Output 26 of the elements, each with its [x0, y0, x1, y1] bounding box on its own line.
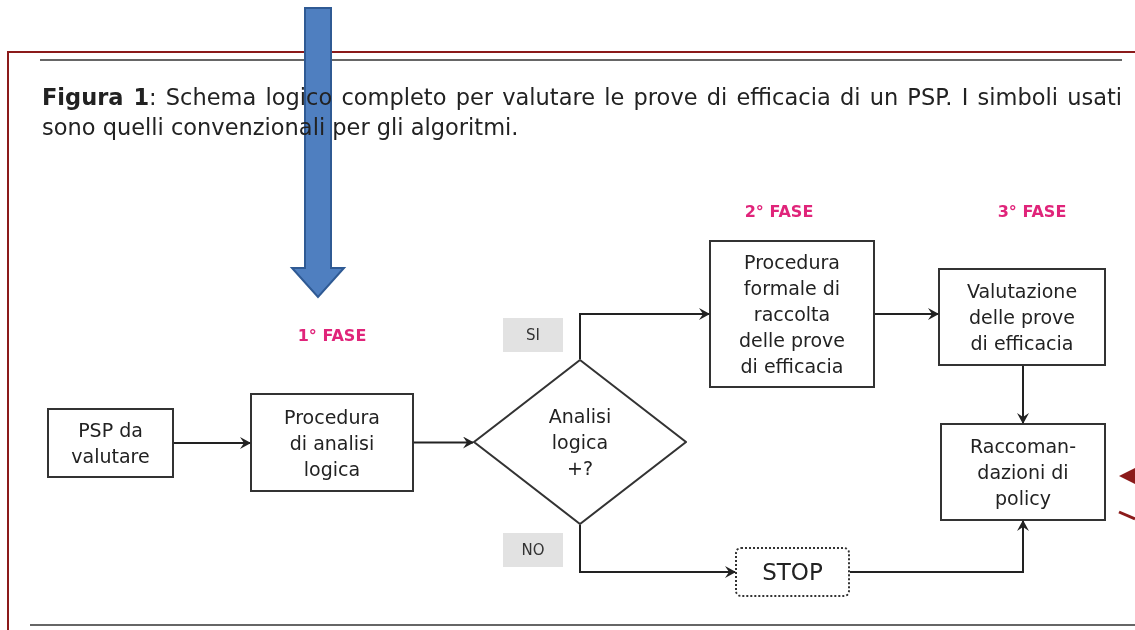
- node-text: STOP: [762, 559, 823, 585]
- edge-label: SI: [503, 318, 563, 352]
- phase-label: 3° FASE: [997, 202, 1067, 221]
- process-box: [47, 408, 174, 478]
- arrow: [1017, 365, 1029, 424]
- arrow: [579, 308, 710, 360]
- node-text: Analisi logica +?: [547, 404, 613, 481]
- process-box: [250, 393, 414, 492]
- decision-diamond: [473, 359, 687, 525]
- node-text: PSP da valutare: [70, 418, 151, 469]
- node-text: Procedura di analisi logica: [283, 404, 381, 482]
- arrow: [413, 436, 474, 449]
- phase-label: 1° FASE: [297, 326, 367, 345]
- process-box: [938, 268, 1106, 366]
- arrow: [874, 308, 939, 320]
- arrow: [579, 524, 736, 578]
- process-box: [709, 240, 875, 388]
- phase-label: 2° FASE: [744, 202, 814, 221]
- edge-label: NO: [503, 533, 563, 567]
- arrow: [849, 520, 1029, 573]
- node-text: Valutazione delle prove di efficacia: [965, 279, 1079, 356]
- terminator-box: [735, 547, 850, 597]
- node-text: Procedura formale di raccolta delle prove di efficacia: [737, 250, 847, 379]
- node-text: Raccoman- dazioni di policy: [969, 434, 1077, 511]
- arrow: [173, 437, 251, 449]
- process-box: [940, 423, 1106, 521]
